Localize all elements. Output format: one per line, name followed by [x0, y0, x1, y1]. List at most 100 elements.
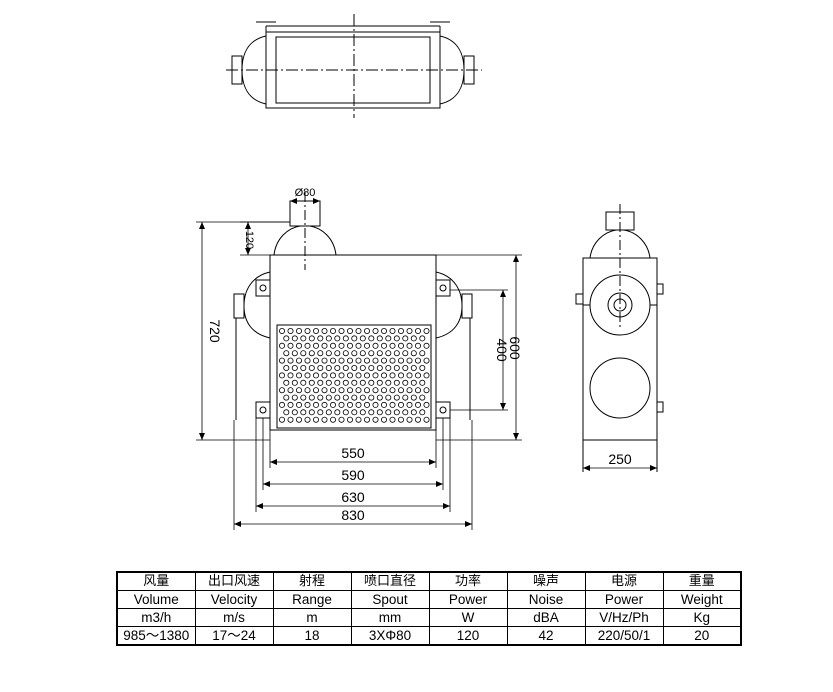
dim-grille-height: 400: [494, 338, 510, 362]
grille-hole: [397, 416, 404, 423]
grille-hole: [385, 394, 392, 401]
grille-hole: [406, 372, 413, 379]
grille-hole: [300, 409, 307, 416]
cell-en-1: Velocity: [194, 590, 274, 609]
cell-unit-4: W: [428, 608, 508, 627]
grille-hole: [342, 350, 349, 357]
grille-hole: [355, 387, 362, 394]
grille-hole: [278, 342, 285, 349]
grille-hole: [355, 416, 362, 423]
grille-hole: [304, 327, 311, 334]
grille-hole: [312, 372, 319, 379]
side-view: [575, 204, 664, 472]
grille-hole: [291, 350, 298, 357]
grille-hole: [338, 387, 345, 394]
grille-hole: [372, 387, 379, 394]
grille-hole: [406, 387, 413, 394]
grille-hole: [287, 372, 294, 379]
cell-value-6: 220/50/1: [584, 626, 664, 646]
grille-hole: [308, 394, 315, 401]
cell-zh-6: 电源: [584, 571, 664, 591]
grille-hole: [300, 350, 307, 357]
spec-row-unit: m3/h m/s m mm W dBA V/Hz/Ph Kg: [116, 608, 742, 627]
grille-hole: [385, 379, 392, 386]
grille-hole: [372, 342, 379, 349]
grille-hole: [397, 372, 404, 379]
cell-value-5: 42: [506, 626, 586, 646]
grille-hole: [423, 372, 430, 379]
grille-hole: [368, 379, 375, 386]
grille-hole: [389, 416, 396, 423]
cell-value-3: 3XΦ80: [350, 626, 430, 646]
grille-hole: [423, 387, 430, 394]
grille-hole: [359, 335, 366, 342]
grille-hole: [410, 364, 417, 371]
grille-hole: [414, 357, 421, 364]
grille-hole: [304, 387, 311, 394]
grille-hole: [325, 350, 332, 357]
grille-hole: [376, 394, 383, 401]
grille-hole: [389, 401, 396, 408]
grille-hole: [342, 335, 349, 342]
grille-hole: [372, 416, 379, 423]
front-grille: [276, 324, 432, 429]
grille-hole: [346, 327, 353, 334]
grille-hole: [372, 357, 379, 364]
grille-hole: [325, 335, 332, 342]
grille-hole: [334, 409, 341, 416]
spec-row-en: Volume Velocity Range Spout Power Noise …: [116, 590, 742, 609]
grille-hole: [283, 350, 290, 357]
dim-width-590: 590: [341, 467, 365, 483]
cell-en-4: Power: [428, 590, 508, 609]
grille-hole: [283, 409, 290, 416]
grille-hole: [308, 379, 315, 386]
grille-hole: [380, 372, 387, 379]
grille-hole: [295, 387, 302, 394]
grille-hole: [359, 350, 366, 357]
cell-zh-4: 功率: [428, 571, 508, 591]
grille-hole: [410, 379, 417, 386]
grille-hole: [372, 401, 379, 408]
dim-body-height: 600: [507, 336, 523, 360]
grille-hole: [363, 416, 370, 423]
grille-hole: [355, 327, 362, 334]
cell-zh-7: 重量: [662, 571, 742, 591]
grille-hole: [402, 409, 409, 416]
grille-hole: [283, 335, 290, 342]
grille-hole: [278, 387, 285, 394]
dim-depth: 250: [608, 451, 632, 467]
grille-hole: [355, 401, 362, 408]
grille-hole: [283, 364, 290, 371]
grille-hole: [300, 394, 307, 401]
grille-hole: [300, 335, 307, 342]
grille-hole: [317, 335, 324, 342]
grille-hole: [329, 387, 336, 394]
grille-hole: [419, 350, 426, 357]
grille-hole: [410, 394, 417, 401]
grille-hole: [312, 342, 319, 349]
grille-hole: [287, 342, 294, 349]
grille-hole: [359, 364, 366, 371]
cell-en-6: Power: [584, 590, 664, 609]
grille-hole: [359, 394, 366, 401]
grille-hole: [338, 372, 345, 379]
grille-hole: [291, 335, 298, 342]
grille-hole: [419, 409, 426, 416]
grille-hole: [393, 379, 400, 386]
grille-hole: [363, 327, 370, 334]
grille-hole: [389, 357, 396, 364]
grille-hole: [351, 409, 358, 416]
grille-hole: [283, 394, 290, 401]
cell-unit-2: m: [272, 608, 352, 627]
grille-hole: [291, 409, 298, 416]
grille-hole: [363, 372, 370, 379]
grille-hole: [329, 372, 336, 379]
dim-inlet-height: 120: [243, 231, 255, 249]
grille-hole: [359, 409, 366, 416]
grille-hole: [342, 364, 349, 371]
grille-hole: [278, 327, 285, 334]
technical-drawing: Ø80 120 720 400 600 550 590 630 830 250: [196, 14, 664, 530]
grille-hole: [406, 401, 413, 408]
dim-width-630: 630: [341, 489, 365, 505]
grille-hole: [287, 327, 294, 334]
